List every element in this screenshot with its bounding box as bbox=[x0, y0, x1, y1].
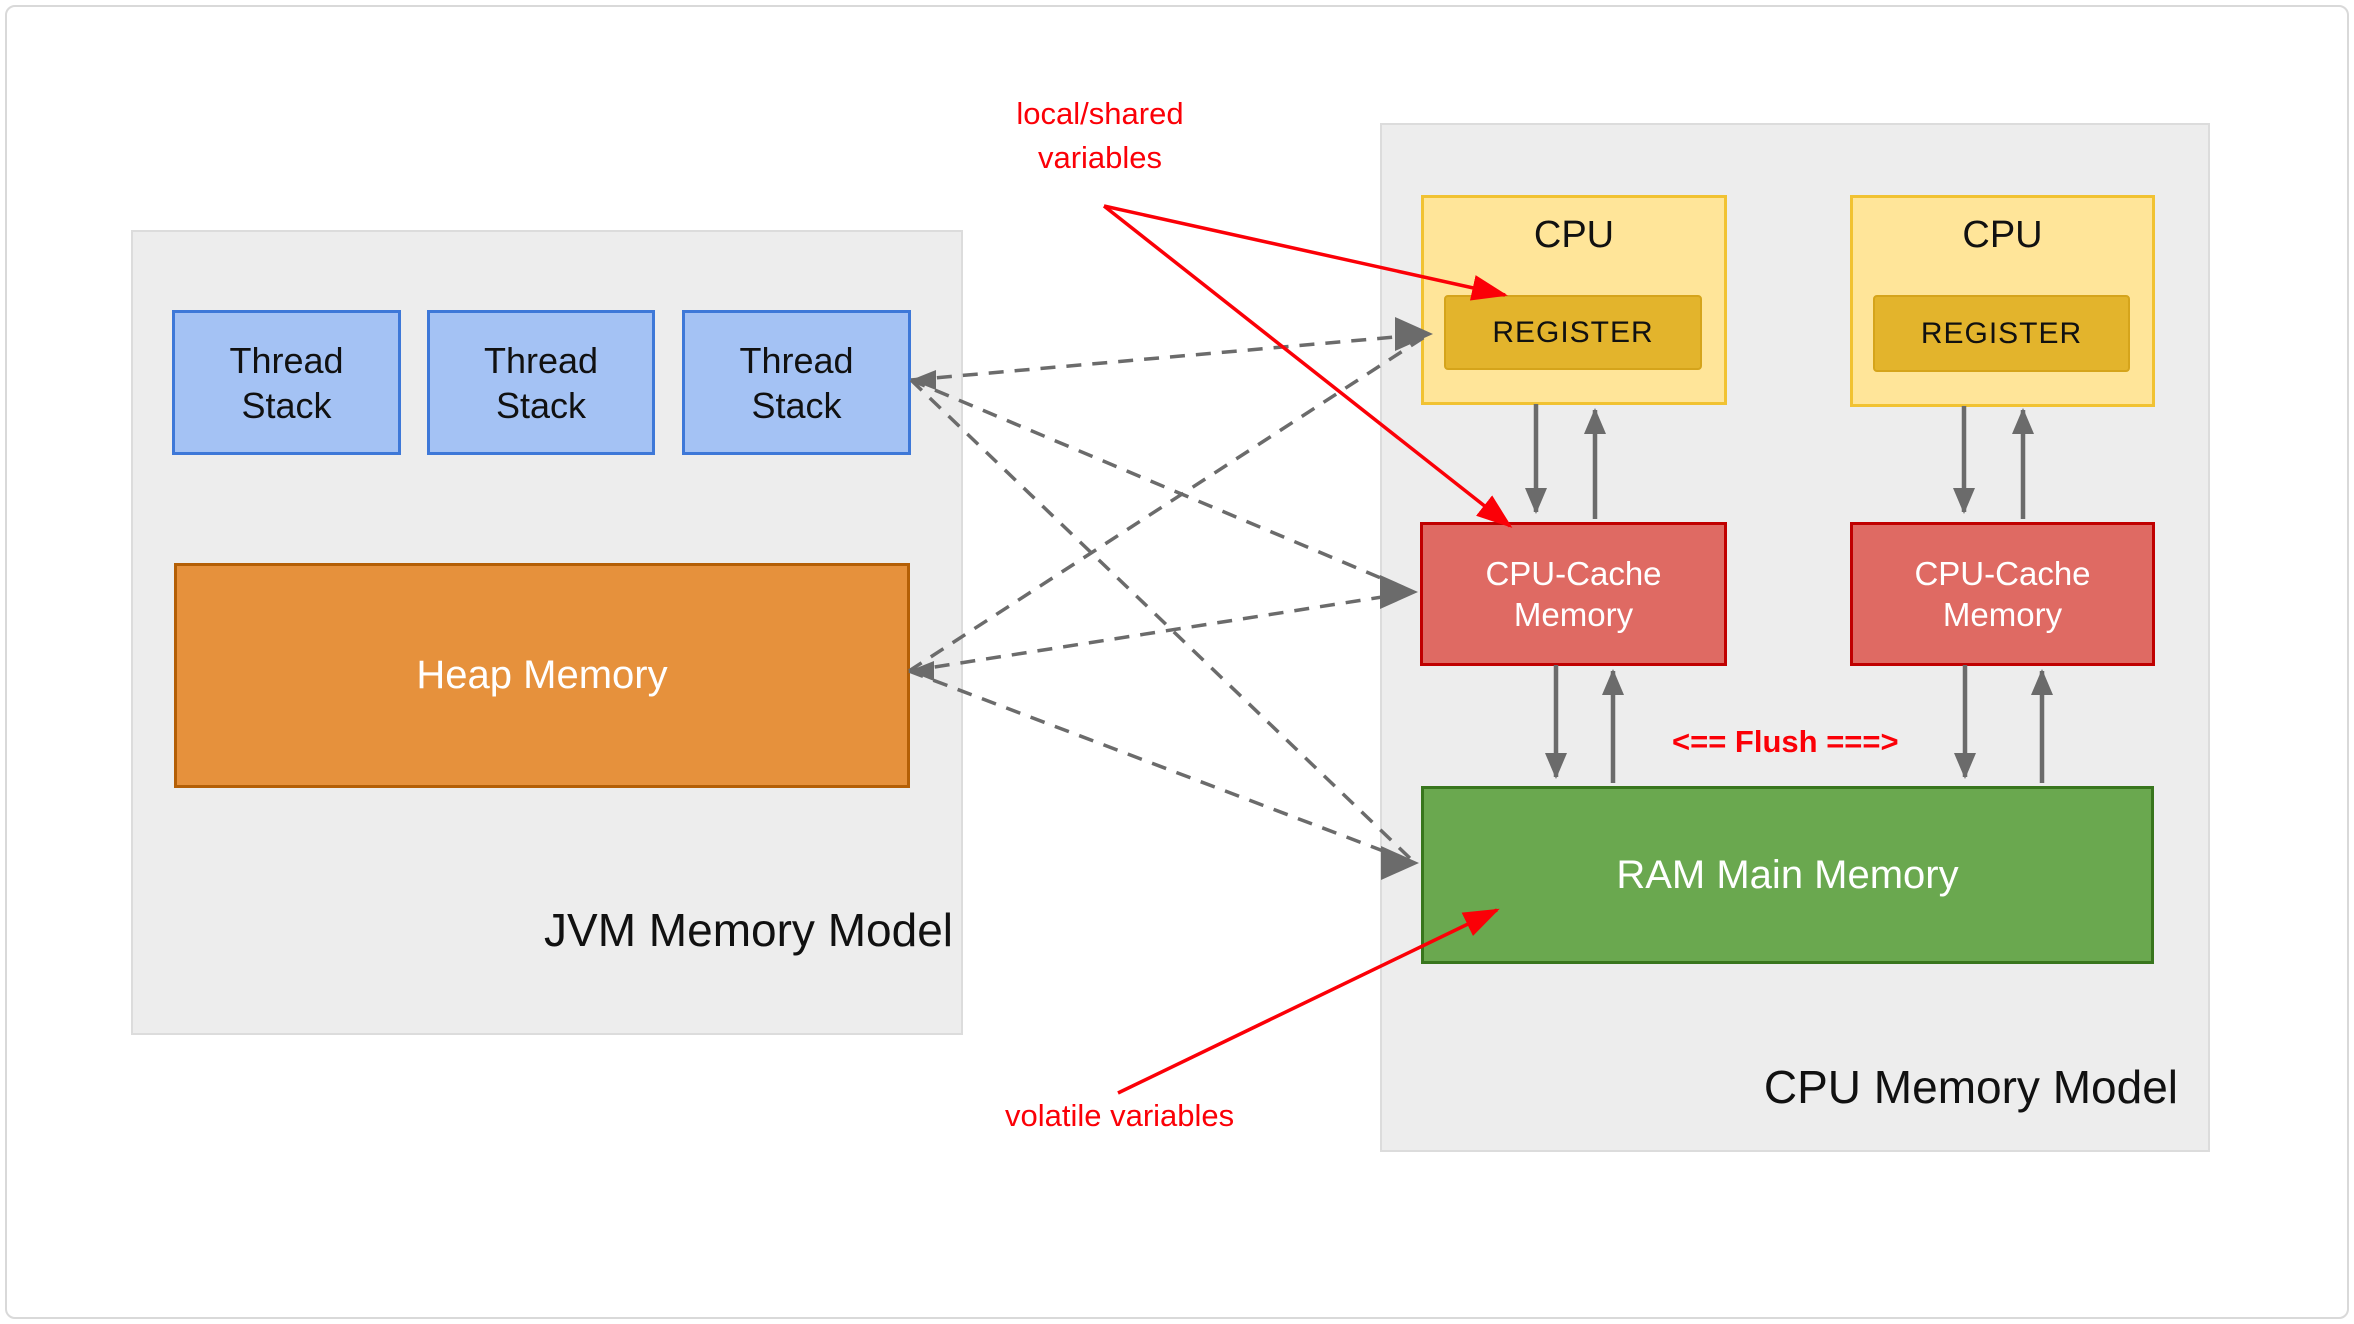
thread-stack-label-1: Thread Stack bbox=[229, 339, 344, 426]
cpu-panel: CPU REGISTER CPU REGISTER CPU-Cache Memo… bbox=[1380, 123, 2210, 1152]
register-box-2: REGISTER bbox=[1873, 295, 2130, 372]
local-shared-line2: variables bbox=[1037, 140, 1163, 175]
cpu-box-2: CPU REGISTER bbox=[1850, 195, 2155, 407]
register-box-1: REGISTER bbox=[1444, 295, 1702, 370]
flush-label: <== Flush ===> bbox=[1672, 724, 1899, 759]
local-shared-variables-label: local/shared variables bbox=[950, 92, 1250, 180]
volatile-variables-label: volatile variables bbox=[1005, 1098, 1235, 1133]
cpu-label-1: CPU bbox=[1533, 214, 1615, 256]
jvm-panel-title: JVM Memory Model bbox=[544, 904, 953, 956]
cpu-cache-box-1: CPU-Cache Memory bbox=[1420, 522, 1727, 666]
cpu-box-1: CPU REGISTER bbox=[1421, 195, 1727, 405]
cpu-cache-box-2: CPU-Cache Memory bbox=[1850, 522, 2155, 666]
thread-stack-box-1: Thread Stack bbox=[172, 310, 401, 455]
ram-main-memory-label: RAM Main Memory bbox=[1616, 852, 1959, 897]
cpu-cache-label-2: CPU-Cache Memory bbox=[1914, 555, 2091, 633]
heap-memory-label: Heap Memory bbox=[416, 653, 668, 697]
register-label-1: REGISTER bbox=[1492, 315, 1654, 349]
local-shared-line1: local/shared bbox=[1016, 96, 1184, 131]
jvm-panel: Thread Stack Thread Stack Thread Stack H… bbox=[131, 230, 963, 1035]
heap-memory-box: Heap Memory bbox=[174, 563, 910, 788]
thread-stack-box-2: Thread Stack bbox=[427, 310, 655, 455]
ram-main-memory-box: RAM Main Memory bbox=[1421, 786, 2154, 964]
thread-stack-box-3: Thread Stack bbox=[682, 310, 911, 455]
thread-stack-label-3: Thread Stack bbox=[739, 339, 854, 426]
register-label-2: REGISTER bbox=[1920, 316, 2083, 350]
page-border bbox=[5, 5, 2349, 1319]
cpu-panel-title: CPU Memory Model bbox=[1763, 1061, 2178, 1113]
thread-stack-label-2: Thread Stack bbox=[483, 339, 599, 426]
cpu-label-2: CPU bbox=[1962, 214, 2043, 256]
cpu-cache-label-1: CPU-Cache Memory bbox=[1485, 555, 1662, 633]
